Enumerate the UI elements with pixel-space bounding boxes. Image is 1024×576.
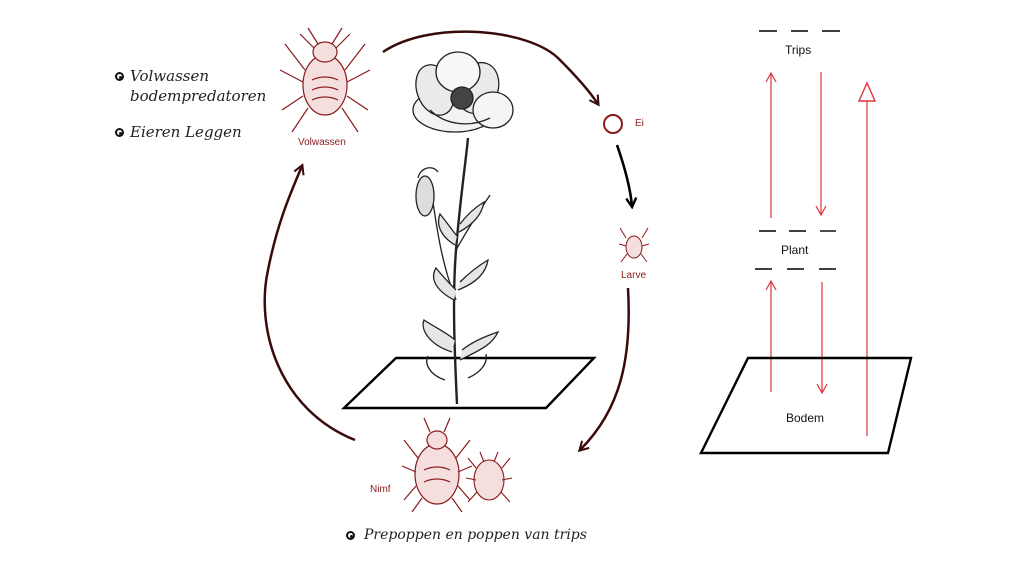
label-nymph: Nimf — [370, 484, 391, 495]
bodem-ground-plane — [699, 356, 913, 455]
larva-illustration — [618, 227, 650, 263]
label-bodem: Bodem — [786, 411, 825, 425]
right-dashed-lines — [755, 30, 840, 270]
poppy-plant — [412, 51, 514, 405]
arrow-egg-to-larva — [615, 144, 632, 206]
bullet-adult-predators — [115, 72, 124, 81]
label-larva: Larve — [621, 270, 647, 281]
nymph-mite-illustration — [401, 417, 473, 513]
label-adult: Volwassen — [298, 137, 346, 148]
bullet-egg-laying — [115, 128, 124, 137]
right-flow-arrows — [765, 71, 877, 436]
pupa-mite-illustration — [465, 451, 513, 503]
legend-prepupae: Prepoppen en poppen van trips — [364, 527, 587, 543]
plant-ground-plane — [341, 356, 597, 410]
egg-illustration — [603, 114, 623, 134]
arrow-nymph-to-adult — [263, 166, 356, 442]
arrow-larva-to-nymph — [580, 287, 630, 450]
bullet-prepupae — [346, 531, 355, 540]
label-egg: Ei — [635, 118, 644, 129]
legend-adult-predators-line2: bodempredatoren — [130, 87, 267, 105]
label-plant: Plant — [781, 243, 809, 257]
arrow-adult-to-egg — [382, 30, 598, 104]
legend-adult-predators-line1: Volwassen — [130, 67, 209, 85]
adult-mite-illustration — [279, 27, 371, 133]
legend-egg-laying: Eieren Leggen — [130, 123, 242, 141]
label-trips: Trips — [785, 43, 812, 57]
